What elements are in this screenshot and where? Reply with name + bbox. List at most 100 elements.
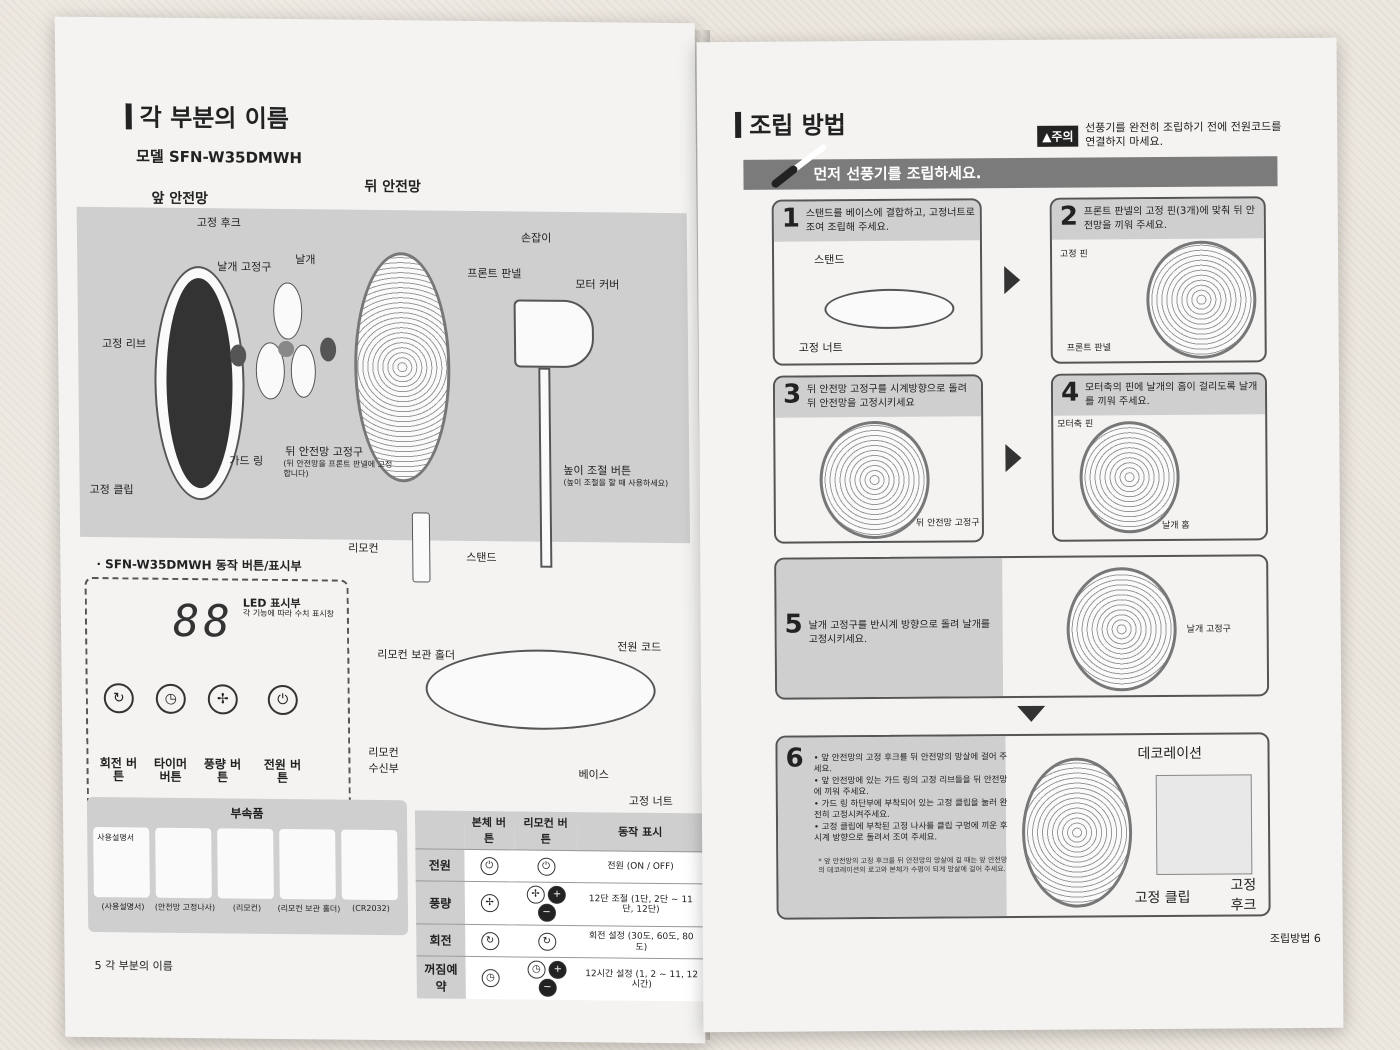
label-fixing-clip: 고정 클립 <box>1134 887 1190 907</box>
label-fixing-clip: 고정 클립 <box>90 481 134 497</box>
label-stand: 스탠드 <box>814 251 844 267</box>
label-rear-guard-fixer-note: (뒤 안전망을 프론트 판넬에 고정합니다) <box>283 459 393 479</box>
page-title: 각 부분의 이름 <box>126 97 290 134</box>
power-icon: ⏻ <box>537 857 555 875</box>
arrow-down-icon <box>1017 706 1045 722</box>
step-6-bullets: • 앞 안전망의 고정 후크를 뒤 안전망의 망살에 걸어 주세요. • 앞 안… <box>814 752 1015 845</box>
step-text: 스탠드를 베이스에 결합하고, 고정너트로 조여 조립해 주세요. <box>806 206 976 234</box>
rear-guard-illustration <box>1079 421 1180 534</box>
step-text: 프론트 판넬의 고정 핀(3개)에 맞춰 뒤 안전망을 끼워 주세요. <box>1084 204 1264 232</box>
label-height-button: 높이 조절 버튼 <box>563 462 631 479</box>
stand-illustration <box>538 368 552 568</box>
table-header: 본체 버튼 <box>464 811 515 850</box>
label-timer-button: 타이머 버튼 <box>150 758 190 785</box>
step-text: 날개 고정구를 반시계 방향으로 돌려 날개를 고정시키세요. <box>809 618 995 646</box>
step-6-note: * 앞 안전망의 고정 후크를 뒤 안전망의 망살에 걸 때는 앞 안전망의 데… <box>818 856 1008 876</box>
bullet-item: • 가드 링 하단부에 부착되어 있는 고정 클립을 눌러 완전히 고정시켜주세… <box>814 798 1014 822</box>
screwdriver-icon <box>769 141 829 189</box>
accessory-label: (사용설명서) <box>90 901 156 913</box>
step-number: 2 <box>1060 202 1078 232</box>
accessory-manual: 사용설명서 <box>93 827 150 898</box>
step-1: 1 스탠드를 베이스에 결합하고, 고정너트로 조여 조립해 주세요. 스탠드 … <box>772 198 983 365</box>
bullet-item: • 앞 안전망에 있는 가드 링의 고정 리브들을 뒤 안전망에 끼워 주세요. <box>814 775 1014 799</box>
timer-button[interactable]: ◷ <box>156 684 186 714</box>
remote-illustration <box>412 512 431 582</box>
label-fixing-nut: 고정 너트 <box>629 793 673 809</box>
caution-badge: ▲주의 <box>1037 126 1078 147</box>
label-fixing-hook: 고정 후크 <box>197 214 241 230</box>
model-name: 모델 SFN-W35DMWH <box>136 145 302 168</box>
label-fixing-hook: 고정 후크 <box>1230 874 1258 914</box>
rotate-button[interactable]: ↻ <box>104 683 134 713</box>
label-front-panel: 프론트 판넬 <box>467 265 521 282</box>
table-row: 풍량 ✢ ✢ + − 12단 조절 (1단, 2단 ~ 11단, 12단) <box>416 881 704 927</box>
blade-illustration <box>247 281 318 422</box>
timer-icon: ◷ <box>481 969 499 987</box>
step-number: 6 <box>785 744 803 774</box>
bullet-item: • 고정 클립에 부착된 고정 나사를 클립 구멍에 끼운 후 시계 방향으로 … <box>814 821 1014 845</box>
step-2: 2 프론트 판넬의 고정 핀(3개)에 맞춰 뒤 안전망을 끼워 주세요. 고정… <box>1050 196 1267 364</box>
label-rear-guard-fixer: 뒤 안전망 고정구 <box>916 518 980 529</box>
accessory-label: (CR2032) <box>338 904 404 914</box>
label-front-guard: 앞 안전망 <box>151 188 208 209</box>
arrow-right-icon <box>1005 444 1021 472</box>
minus-icon: − <box>537 904 555 922</box>
label-rear-guard: 뒤 안전망 <box>364 176 421 197</box>
power-icon: ⏻ <box>480 857 498 875</box>
label-remote: 리모컨 <box>348 540 379 556</box>
power-button[interactable]: ⏻ <box>268 685 298 715</box>
rear-guard-fixer-illustration <box>320 337 336 361</box>
label-fixing-rib: 고정 리브 <box>102 335 146 351</box>
label-power-button: 전원 버튼 <box>262 759 302 786</box>
caution-text: 선풍기를 완전히 조립하기 전에 전원코드를 연결하지 마세요. <box>1085 120 1285 150</box>
step-5: 5 날개 고정구를 반시계 방향으로 돌려 날개를 고정시키세요. 날개 고정구 <box>774 554 1269 699</box>
label-blade-fixer: 날개 고정구 <box>1187 625 1231 636</box>
label-power-cord: 전원 코드 <box>617 638 661 654</box>
accessory-label: (리모컨 보관 홀더) <box>276 903 342 915</box>
table-header: 리모컨 버튼 <box>514 811 578 850</box>
row-name: 풍량 <box>416 881 465 925</box>
accessory-screw <box>155 828 212 899</box>
row-desc: 12시간 설정 (1, 2 ~ 11, 12시간) <box>579 958 705 1002</box>
row-name: 전원 <box>415 849 464 882</box>
label-fixing-nut: 고정 너트 <box>799 339 843 355</box>
fan-illustration <box>1066 567 1177 692</box>
label-motor-cover: 모터 커버 <box>575 276 619 292</box>
label-blade-groove: 날개 홈 <box>1162 521 1190 532</box>
label-height-button-note: (높이 조절을 할 때 사용하세요) <box>563 478 668 489</box>
accessory-holder <box>279 829 336 900</box>
left-page: 각 부분의 이름 모델 SFN-W35DMWH 앞 안전망 고정 후크 날개 고… <box>55 17 706 1044</box>
step-text: 모터축의 핀에 날개의 홈이 걸리도록 날개를 끼워 주세요. <box>1085 380 1265 408</box>
table-row: 전원 ⏻ ⏻ 전원 (ON / OFF) <box>415 849 703 884</box>
arrow-right-icon <box>1004 266 1020 294</box>
base-illustration <box>425 648 656 730</box>
rear-guard-illustration <box>1146 240 1257 359</box>
minus-icon: − <box>538 979 556 997</box>
table-header: 동작 표시 <box>577 812 703 852</box>
plus-icon: + <box>549 961 567 979</box>
accessory-label: (리모컨) <box>214 902 280 914</box>
fan-speed-button[interactable]: ✢ <box>208 684 238 714</box>
row-desc: 회전 설정 (30도, 60도, 80도) <box>578 926 704 959</box>
label-front-panel: 프론트 판넬 <box>1067 343 1111 354</box>
row-name: 회전 <box>416 924 465 957</box>
label-stand: 스탠드 <box>466 549 497 565</box>
right-page: 조립 방법 ▲주의 선풍기를 완전히 조립하기 전에 전원코드를 연결하지 마세… <box>697 38 1344 1032</box>
step-4: 4 모터축의 핀에 날개의 홈이 걸리도록 날개를 끼워 주세요. 모터축 핀 … <box>1051 372 1268 542</box>
panel-title: · SFN-W35DMWH 동작 버튼/표시부 <box>96 555 301 574</box>
step-text: 뒤 안전망 고정구를 시계방향으로 돌려 뒤 안전망을 고정시키세요 <box>807 382 977 410</box>
blade-fixer-illustration <box>230 344 246 366</box>
fan-speed-icon: ✢ <box>481 894 499 912</box>
page-footer: 조립방법 6 <box>1270 930 1321 946</box>
label-rotate-button: 회전 버튼 <box>98 757 138 784</box>
bullet-item: • 앞 안전망의 고정 후크를 뒤 안전망의 망살에 걸어 주세요. <box>814 752 1014 776</box>
label-rear-guard-fixer: 뒤 안전망 고정구 <box>285 443 363 460</box>
rotate-icon: ↻ <box>538 932 556 950</box>
label-decoration: 데코레이션 <box>1137 743 1202 763</box>
step-number: 3 <box>783 380 801 410</box>
step-number: 5 <box>785 610 803 640</box>
timer-icon: ◷ <box>527 961 545 979</box>
label-handle: 손잡이 <box>521 229 552 245</box>
table-header <box>415 810 464 849</box>
step-3: 3 뒤 안전망 고정구를 시계방향으로 돌려 뒤 안전망을 고정시키세요 뒤 안… <box>773 374 984 543</box>
